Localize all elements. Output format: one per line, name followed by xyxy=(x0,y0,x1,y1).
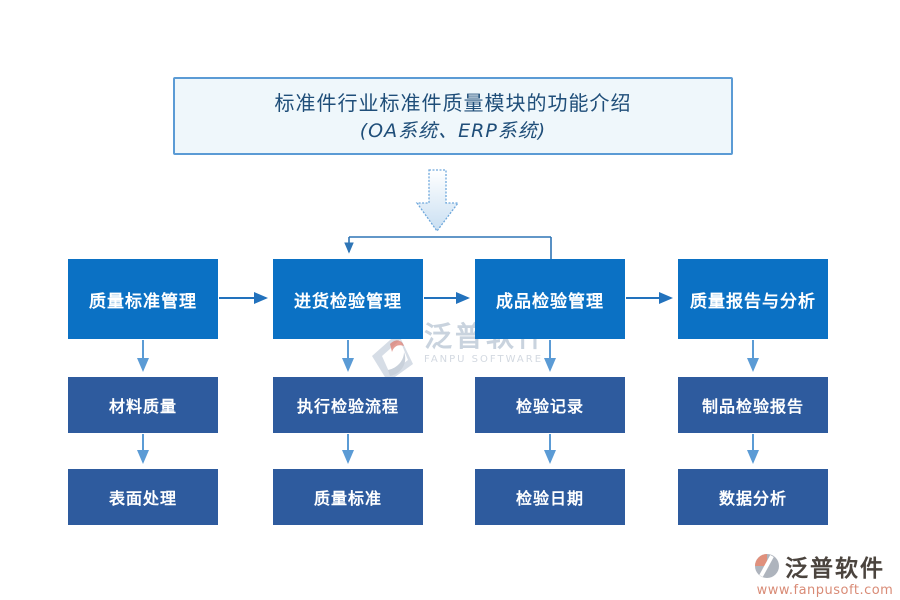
node-inspection-date: 检验日期 xyxy=(475,469,625,525)
footer-website-link[interactable]: www.fanpusoft.com xyxy=(756,583,894,598)
node-surface-treatment: 表面处理 xyxy=(68,469,218,525)
node-execute-inspection-process: 执行检验流程 xyxy=(273,377,423,433)
node-incoming-inspection-management: 进货检验管理 xyxy=(273,259,423,339)
footer-logo: 泛普软件 www.fanpusoft.com xyxy=(752,549,898,598)
elbow-connector xyxy=(344,236,552,259)
title-line-1: 标准件行业标准件质量模块的功能介绍 xyxy=(274,90,632,115)
node-inspection-record: 检验记录 xyxy=(475,377,625,433)
title-box: 标准件行业标准件质量模块的功能介绍 (OA系统、ERP系统) xyxy=(173,77,733,155)
node-product-inspection-report: 制品检验报告 xyxy=(678,377,828,433)
node-quality-report-analysis: 质量报告与分析 xyxy=(678,259,828,339)
block-arrow-down xyxy=(415,169,460,233)
fanpu-logo-icon xyxy=(755,554,779,578)
node-quality-standard: 质量标准 xyxy=(273,469,423,525)
node-data-analysis: 数据分析 xyxy=(678,469,828,525)
fanpu-watermark-icon xyxy=(372,333,413,382)
watermark-subtitle-text: FANPU SOFTWARE xyxy=(424,353,544,365)
title-line-2: (OA系统、ERP系统) xyxy=(359,119,547,142)
node-quality-standard-management: 质量标准管理 xyxy=(68,259,218,339)
node-material-quality: 材料质量 xyxy=(68,377,218,433)
node-finished-product-inspection-management: 成品检验管理 xyxy=(475,259,625,339)
footer-brand-text: 泛普软件 xyxy=(785,556,885,582)
